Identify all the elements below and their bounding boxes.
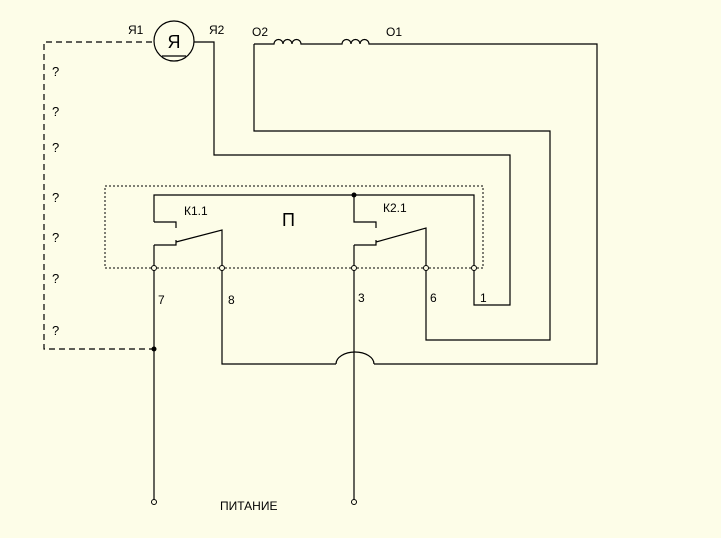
unknown-connection-dashed [43, 41, 154, 350]
terminal-1 [471, 265, 477, 271]
power-terminal-right [351, 499, 357, 505]
contact-k2-moving [354, 227, 427, 268]
label-k1: К1.1 [184, 204, 208, 218]
contact-k1-moving [154, 229, 223, 268]
label-o1: О1 [386, 25, 402, 39]
label-terminal-8: 8 [228, 293, 235, 307]
wire-o2-to-terminal-6 [253, 44, 551, 341]
wire-o1-to-crossover [374, 43, 598, 365]
unknown-mark-2: ? [52, 104, 59, 119]
label-y2: Я2 [209, 23, 225, 37]
node-terminal-7 [151, 346, 157, 352]
label-y1: Я1 [128, 23, 144, 37]
motor-letter: Я [168, 32, 181, 52]
label-terminal-7: 7 [158, 293, 165, 307]
terminal-7 [151, 265, 157, 271]
block-label: П [282, 210, 295, 230]
unknown-mark-5: ? [52, 230, 59, 245]
crossover-hop [335, 351, 375, 365]
label-terminal-3: 3 [358, 291, 365, 305]
internal-bus [153, 194, 475, 268]
reverser-block-outline [104, 185, 484, 269]
unknown-mark-7: ? [52, 323, 59, 338]
wire-terminal-8-to-crossover [221, 268, 336, 365]
label-terminal-6: 6 [430, 291, 437, 305]
contact-k2-fixed [353, 195, 377, 228]
power-terminal-left [151, 499, 157, 505]
label-o2: О2 [252, 25, 268, 39]
unknown-mark-6: ? [52, 271, 59, 286]
field-winding-coils [254, 38, 396, 45]
wire-y2-to-terminal-1 [194, 41, 511, 306]
unknown-mark-4: ? [52, 190, 59, 205]
unknown-mark-1: ? [52, 64, 59, 79]
motor-armature-circle [153, 20, 195, 62]
terminal-8 [219, 265, 225, 271]
terminal-3 [351, 265, 357, 271]
terminal-6 [423, 265, 429, 271]
label-k2: К2.1 [383, 201, 407, 215]
unknown-mark-3: ? [52, 140, 59, 155]
power-label: ПИТАНИЕ [220, 499, 277, 513]
label-terminal-1: 1 [480, 291, 487, 305]
contact-k1-fixed [154, 221, 177, 228]
